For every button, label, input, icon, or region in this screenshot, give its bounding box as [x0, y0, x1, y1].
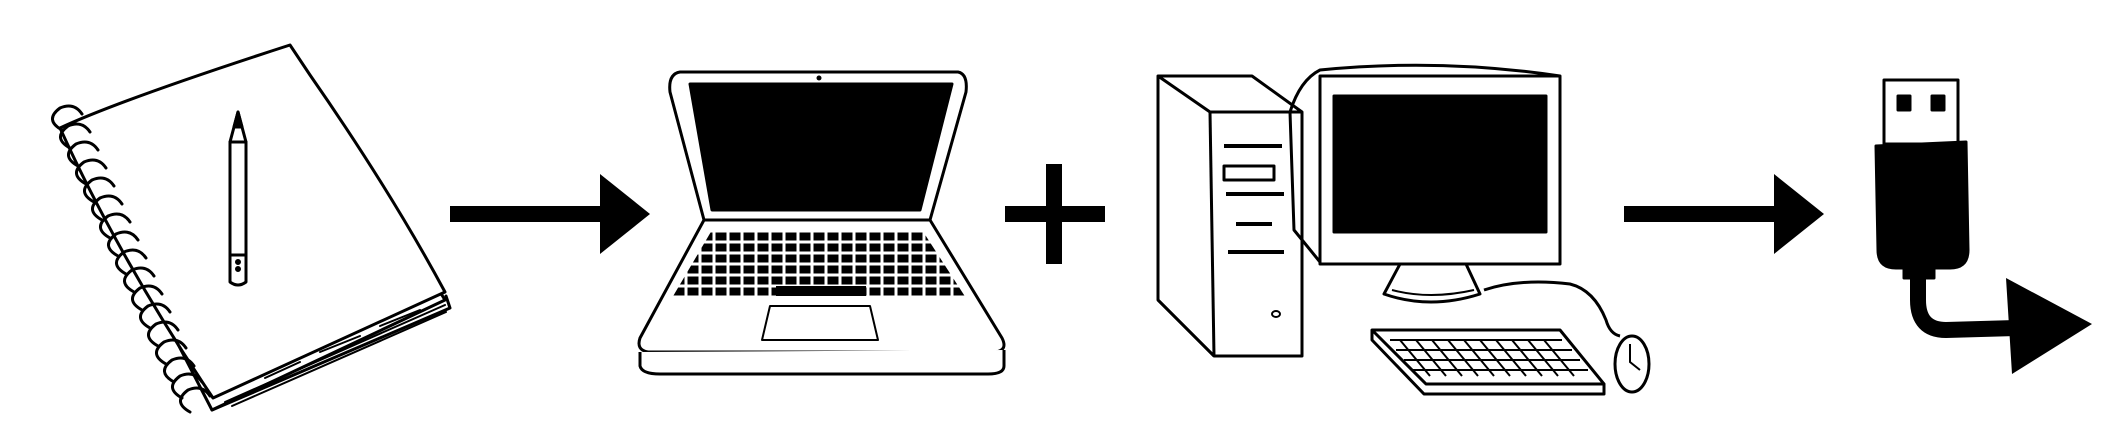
arrow-right-icon [450, 174, 650, 254]
laptop-icon [637, 70, 1006, 376]
monitor-icon [1288, 63, 1562, 304]
arrow-right-icon [1624, 174, 1824, 254]
usb-flash-drive-icon [1874, 78, 1970, 280]
plus-icon [1005, 164, 1105, 264]
keyboard-icon [1370, 328, 1606, 396]
cable-arrow-icon [1910, 268, 2092, 374]
desktop-tower-icon [1156, 74, 1304, 358]
spiral-notebook-icon [51, 43, 452, 414]
pencil-icon [228, 110, 248, 287]
mouse-icon [1483, 280, 1651, 394]
